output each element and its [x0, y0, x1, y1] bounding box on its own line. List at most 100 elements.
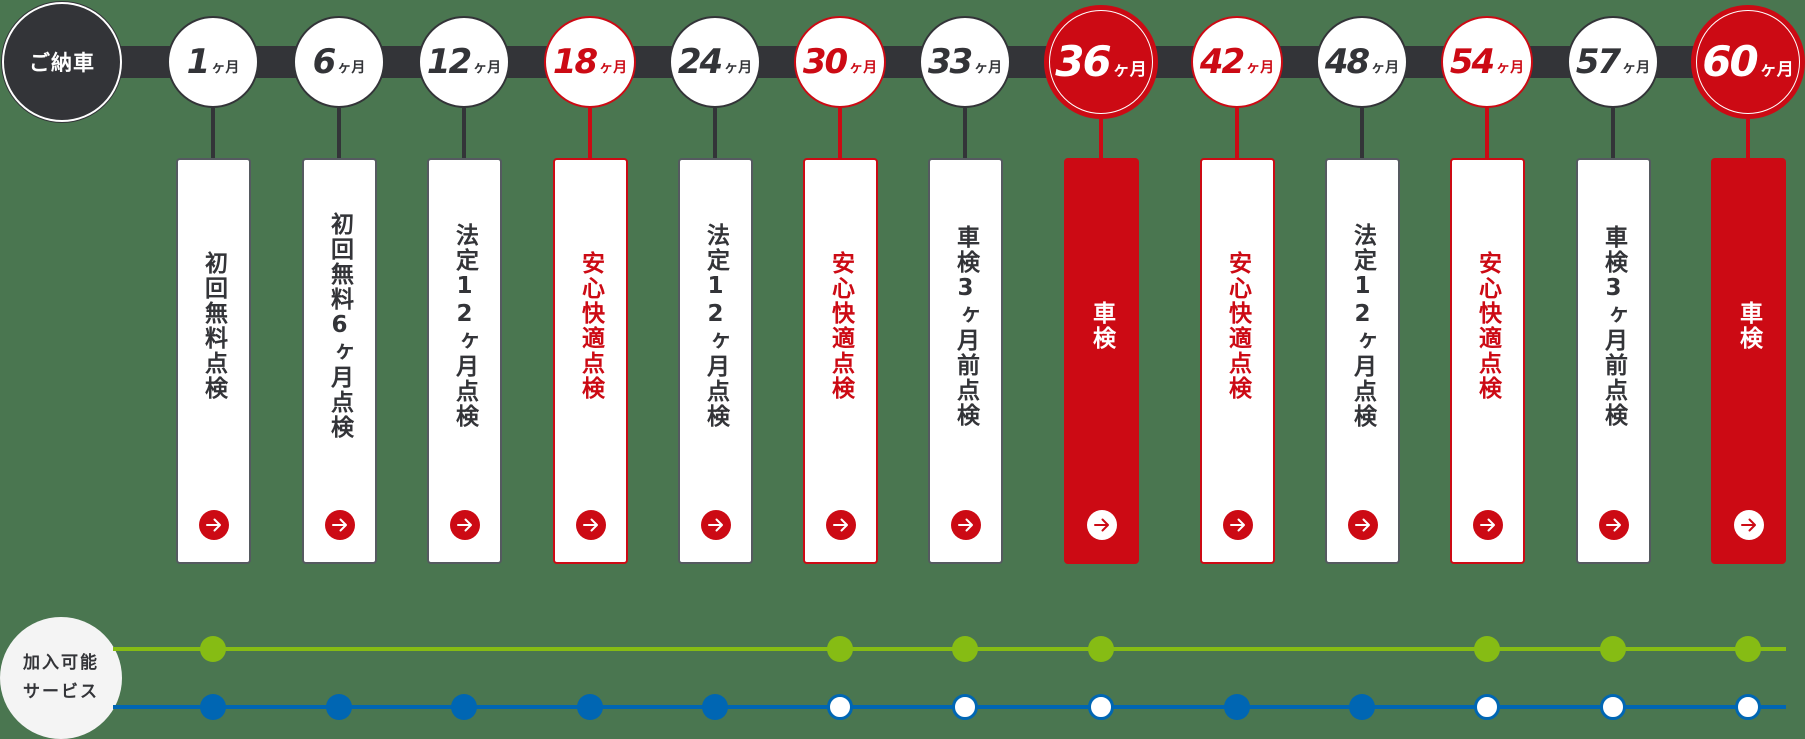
arrow-right-icon[interactable] — [1347, 510, 1378, 540]
green-service-dot — [1474, 636, 1500, 662]
green-service-dot — [827, 636, 853, 662]
service-card-33-month[interactable]: 車検3ヶ月前点検 — [928, 158, 1003, 564]
connector-line — [838, 108, 842, 158]
connector-line — [1746, 119, 1750, 158]
blue-service-dot — [200, 694, 226, 720]
service-card-label: 法定12ヶ月点検 — [451, 223, 478, 429]
connector-line — [462, 108, 466, 158]
service-card-label: 車検 — [1088, 301, 1115, 351]
blue-service-dot-hollow — [952, 694, 978, 720]
arrow-right-icon[interactable] — [825, 510, 856, 540]
green-service-dot — [200, 636, 226, 662]
service-line-blue — [113, 705, 1786, 709]
arrow-right-icon[interactable] — [950, 510, 981, 540]
connector-line — [337, 108, 341, 158]
connector-line — [963, 108, 967, 158]
milestone-number: 1 — [186, 42, 211, 82]
milestone-unit: ヶ月 — [1496, 60, 1525, 76]
connector-line — [1611, 108, 1615, 158]
service-card-label: 安心快適点検 — [1474, 251, 1501, 401]
milestone-number: 33 — [927, 42, 973, 82]
service-card-54-month[interactable]: 安心快適点検 — [1450, 158, 1525, 564]
green-service-dot — [1600, 636, 1626, 662]
milestone-number: 54 — [1449, 42, 1495, 82]
services-label-line2: サービス — [23, 682, 99, 702]
connector-line — [1235, 108, 1239, 158]
milestone-number: 30 — [802, 42, 848, 82]
milestone-unit: ヶ月 — [1371, 60, 1400, 76]
blue-service-dot — [577, 694, 603, 720]
connector-line — [1485, 108, 1489, 158]
milestone-unit: ヶ月 — [473, 60, 502, 76]
service-card-36-month[interactable]: 車検 — [1064, 158, 1139, 564]
arrow-right-icon[interactable] — [1598, 510, 1629, 540]
blue-service-dot — [1349, 694, 1375, 720]
arrow-right-icon[interactable] — [449, 510, 480, 540]
blue-service-dot-hollow — [1474, 694, 1500, 720]
blue-service-dot-hollow — [1088, 694, 1114, 720]
service-card-label: 初回無料点検 — [200, 251, 227, 401]
arrow-right-icon[interactable] — [1472, 510, 1503, 540]
milestone-number: 42 — [1199, 42, 1245, 82]
blue-service-dot — [451, 694, 477, 720]
delivery-label: ご納車 — [29, 51, 95, 75]
service-card-label: 法定12ヶ月点検 — [1349, 223, 1376, 429]
milestone-number: 18 — [552, 42, 598, 82]
blue-service-dot — [326, 694, 352, 720]
blue-service-dot-hollow — [1735, 694, 1761, 720]
service-card-label: 車検3ヶ月前点検 — [952, 224, 979, 428]
arrow-right-icon[interactable] — [1733, 510, 1764, 540]
milestone-unit: ヶ月 — [1622, 60, 1651, 76]
service-card-1-month[interactable]: 初回無料点検 — [176, 158, 251, 564]
green-service-dot — [1735, 636, 1761, 662]
milestone-number: 57 — [1575, 42, 1621, 82]
blue-service-dot-hollow — [1600, 694, 1626, 720]
service-card-label: 車検 — [1735, 301, 1762, 351]
milestone-number: 60 — [1702, 37, 1758, 86]
arrow-right-icon[interactable] — [324, 510, 355, 540]
milestone-unit: ヶ月 — [974, 60, 1003, 76]
services-label-line1: 加入可能 — [23, 653, 99, 674]
arrow-right-icon[interactable] — [198, 510, 229, 540]
milestone-number: 48 — [1324, 42, 1370, 82]
available-services-label: 加入可能 サービス — [0, 617, 122, 739]
connector-line — [1360, 108, 1364, 158]
milestone-unit: ヶ月 — [599, 60, 628, 76]
connector-line — [211, 108, 215, 158]
connector-line — [713, 108, 717, 158]
green-service-dot — [1088, 636, 1114, 662]
milestone-unit: ヶ月 — [849, 60, 878, 76]
service-card-48-month[interactable]: 法定12ヶ月点検 — [1325, 158, 1400, 564]
service-card-12-month[interactable]: 法定12ヶ月点検 — [427, 158, 502, 564]
service-card-30-month[interactable]: 安心快適点検 — [803, 158, 878, 564]
milestone-unit: ヶ月 — [337, 60, 366, 76]
milestone-number: 12 — [426, 42, 472, 82]
service-card-42-month[interactable]: 安心快適点検 — [1200, 158, 1275, 564]
arrow-right-icon[interactable] — [1086, 510, 1117, 540]
service-card-24-month[interactable]: 法定12ヶ月点検 — [678, 158, 753, 564]
green-service-dot — [952, 636, 978, 662]
blue-service-dot — [702, 694, 728, 720]
milestone-number: 24 — [677, 42, 723, 82]
service-card-6-month[interactable]: 初回無料6ヶ月点検 — [302, 158, 377, 564]
milestone-unit: ヶ月 — [1759, 59, 1794, 80]
milestone-unit: ヶ月 — [1112, 59, 1147, 80]
arrow-right-icon[interactable] — [575, 510, 606, 540]
arrow-right-icon[interactable] — [700, 510, 731, 540]
milestone-number: 36 — [1055, 37, 1111, 86]
arrow-right-icon[interactable] — [1222, 510, 1253, 540]
service-card-57-month[interactable]: 車検3ヶ月前点検 — [1576, 158, 1651, 564]
milestone-unit: ヶ月 — [211, 60, 240, 76]
service-card-18-month[interactable]: 安心快適点検 — [553, 158, 628, 564]
service-card-label: 法定12ヶ月点検 — [702, 223, 729, 429]
service-card-60-month[interactable]: 車検 — [1711, 158, 1786, 564]
